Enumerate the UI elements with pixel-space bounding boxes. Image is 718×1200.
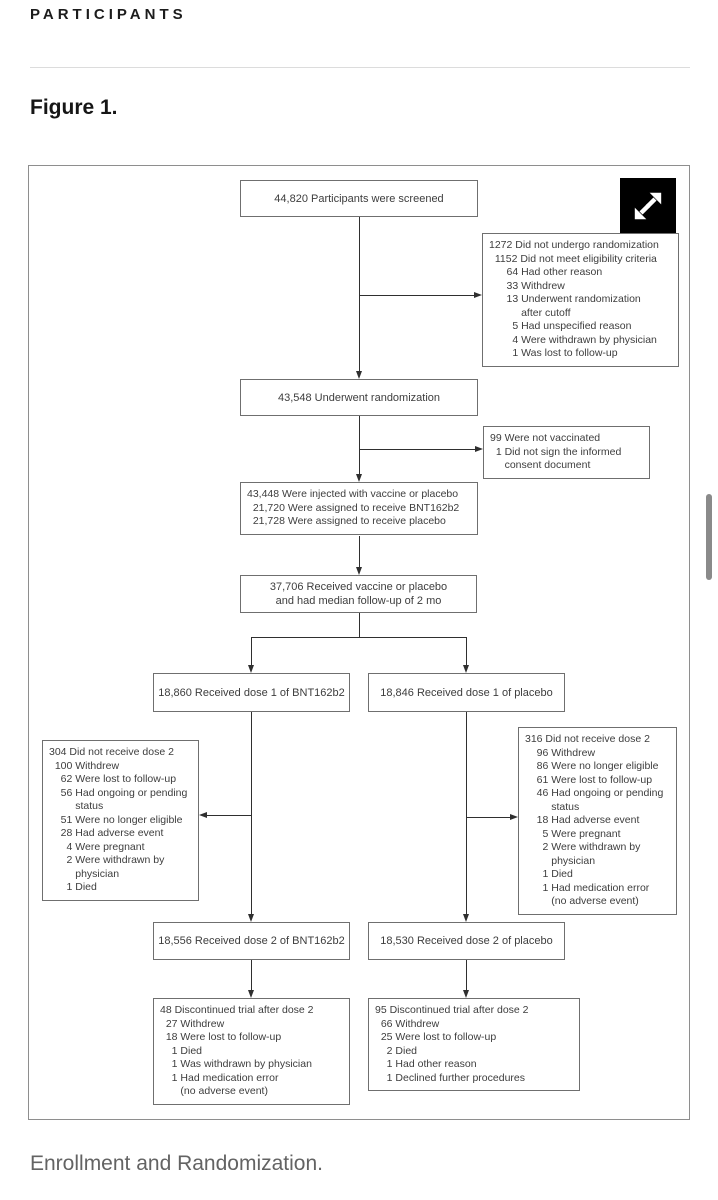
box-dose2-vaccine: 18,556 Received dose 2 of BNT162b2 <box>153 922 350 960</box>
connector-line <box>207 815 251 816</box>
connector-line <box>359 295 474 296</box>
figure-caption: Enrollment and Randomization. <box>30 1152 323 1175</box>
arrowhead-right <box>475 446 483 452</box>
connector-line <box>359 613 360 638</box>
arrowhead-down <box>356 371 362 379</box>
section-divider <box>30 67 690 68</box>
box-discontinued-placebo: 95 Discontinued trial after dose 2 66 Wi… <box>368 998 580 1091</box>
connector-line <box>359 536 360 567</box>
arrowhead-left <box>199 812 207 818</box>
arrowhead-down <box>248 665 254 673</box>
box-dose1-vaccine: 18,860 Received dose 1 of BNT162b2 <box>153 673 350 712</box>
connector-line <box>466 637 467 665</box>
arrowhead-down <box>248 914 254 922</box>
connector-line <box>251 960 252 990</box>
expand-diagonal-arrows-icon <box>634 192 662 220</box>
connector-line <box>359 217 360 372</box>
box-not-randomized: 1272 Did not undergo randomization 1152 … <box>482 233 679 367</box>
box-discontinued-vaccine: 48 Discontinued trial after dose 2 27 Wi… <box>153 998 350 1105</box>
arrowhead-down <box>356 567 362 575</box>
connector-line <box>466 960 467 990</box>
expand-figure-button[interactable] <box>620 178 676 234</box>
box-dose1-placebo: 18,846 Received dose 1 of placebo <box>368 673 565 712</box>
box-screened: 44,820 Participants were screened <box>240 180 478 217</box>
section-heading: PARTICIPANTS <box>30 6 187 23</box>
arrowhead-down <box>248 990 254 998</box>
connector-line <box>251 712 252 914</box>
box-followup: 37,706 Received vaccine or placebo and h… <box>240 575 477 613</box>
arrowhead-down <box>463 665 469 673</box>
arrowhead-right <box>474 292 482 298</box>
connector-line <box>466 712 467 914</box>
arrowhead-down <box>356 474 362 482</box>
box-no-dose2-placebo: 316 Did not receive dose 2 96 Withdrew 8… <box>518 727 677 915</box>
connector-line <box>251 637 252 665</box>
box-randomized: 43,548 Underwent randomization <box>240 379 478 416</box>
connector-line <box>466 817 510 818</box>
figure-panel: 44,820 Participants were screened 1272 D… <box>28 165 690 1120</box>
figure-title: Figure 1. <box>30 96 118 119</box>
box-injected: 43,448 Were injected with vaccine or pla… <box>240 482 478 535</box>
arrowhead-down <box>463 990 469 998</box>
box-no-dose2-vaccine: 304 Did not receive dose 2 100 Withdrew … <box>42 740 199 901</box>
box-dose2-placebo: 18,530 Received dose 2 of placebo <box>368 922 565 960</box>
connector-line <box>359 449 475 450</box>
connector-line <box>251 637 466 638</box>
scrollbar-thumb[interactable] <box>706 494 712 580</box>
connector-line <box>359 416 360 474</box>
arrowhead-right <box>510 814 518 820</box>
arrowhead-down <box>463 914 469 922</box>
box-not-vaccinated: 99 Were not vaccinated 1 Did not sign th… <box>483 426 650 479</box>
